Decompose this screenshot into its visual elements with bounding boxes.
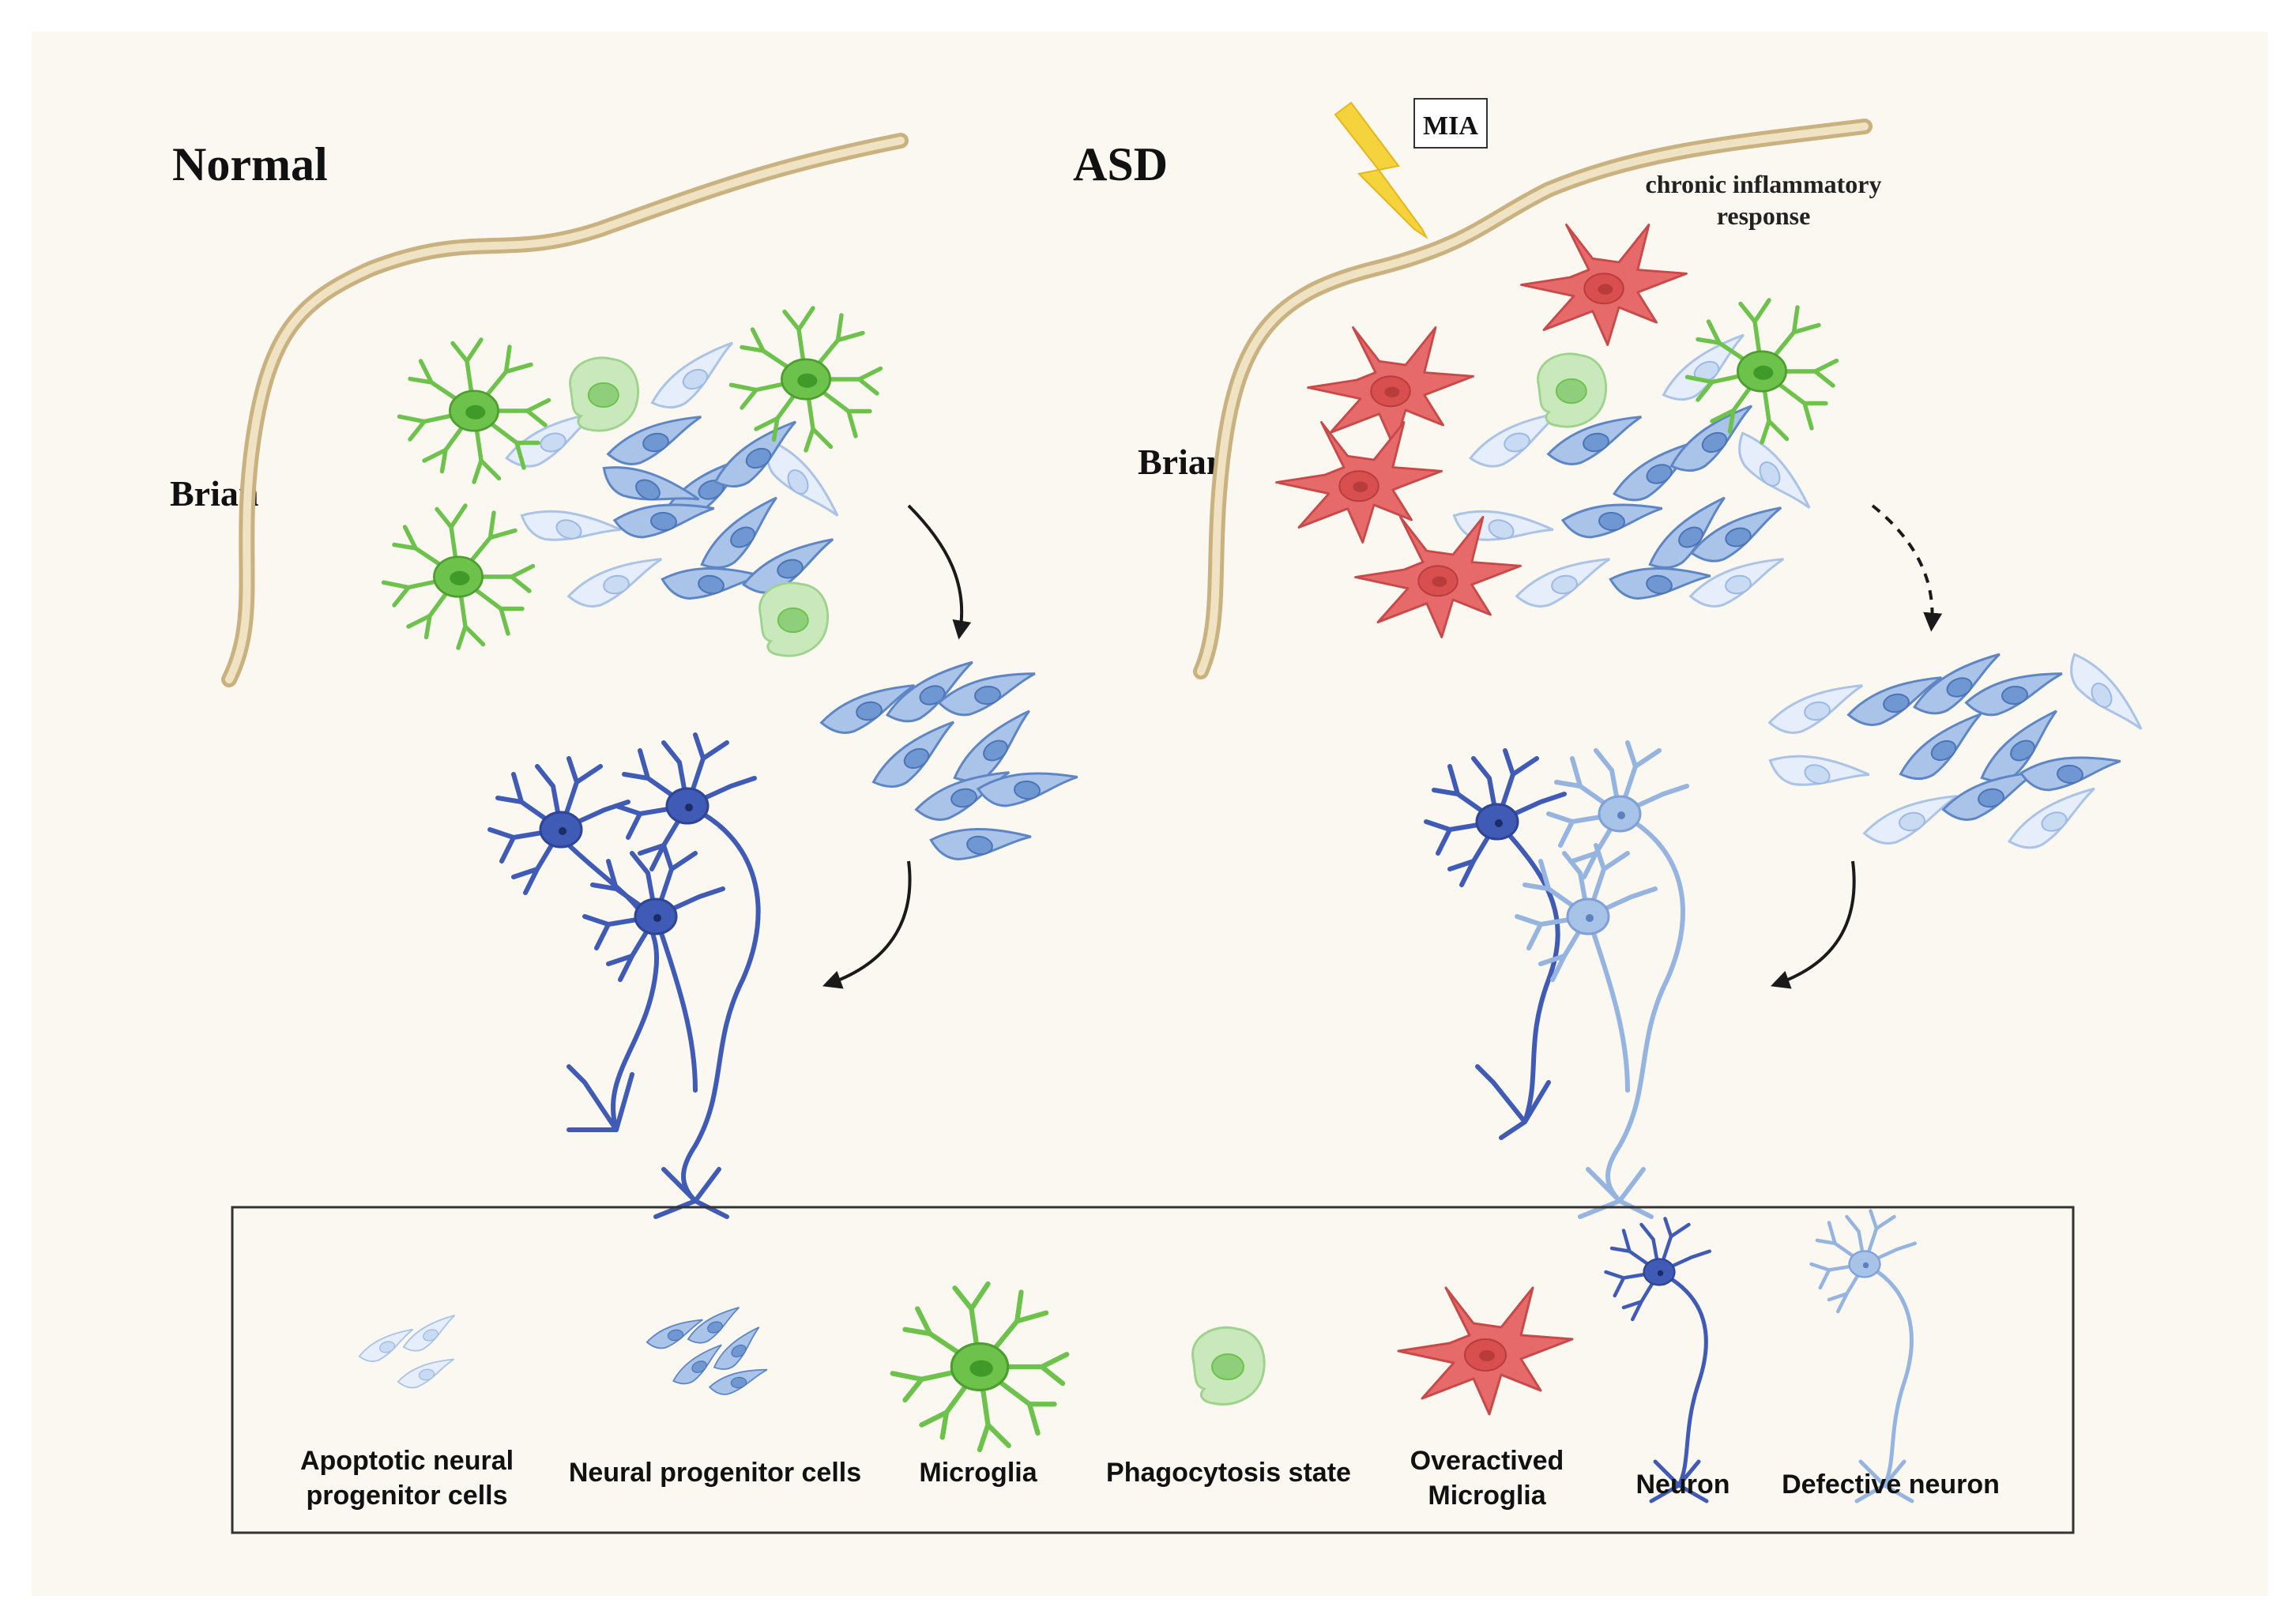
lightning-icon bbox=[1334, 101, 1428, 239]
legend-label-apoptotic-2: progenitor cells bbox=[306, 1481, 507, 1511]
asd-panel: ASD Brian MIA chronic inflammatory respo… bbox=[1073, 98, 2144, 1219]
legend: Apoptotic neural progenitor cells Neural… bbox=[231, 1206, 2075, 1534]
legend-label-overactived-2: Microglia bbox=[1428, 1481, 1546, 1511]
neuron-icon bbox=[1606, 1219, 1710, 1503]
legend-label-phagocytosis: Phagocytosis state bbox=[1106, 1458, 1351, 1488]
defective-neuron-icon bbox=[1812, 1211, 1915, 1503]
asd-brain-label: Brian bbox=[1138, 442, 1226, 482]
inflammation-label-line2: response bbox=[1717, 201, 1811, 230]
legend-label-neuron: Neuron bbox=[1636, 1470, 1730, 1500]
legend-label-npc: Neural progenitor cells bbox=[569, 1458, 861, 1488]
legend-label-overactived-1: Overactived bbox=[1410, 1446, 1564, 1476]
phagocytosis-icon bbox=[1191, 1326, 1266, 1406]
legend-label-microglia: Microglia bbox=[919, 1458, 1037, 1488]
legend-label-defective-neuron: Defective neuron bbox=[1782, 1470, 2000, 1500]
mia-label: MIA bbox=[1423, 111, 1478, 141]
asd-arrow-dashed bbox=[1871, 504, 1943, 632]
normal-arrow-1 bbox=[907, 504, 972, 640]
inflammation-label-line1: chronic inflammatory bbox=[1646, 170, 1882, 198]
mia-box bbox=[1413, 98, 1488, 149]
normal-panel: Normal Brian bbox=[170, 133, 1079, 1219]
normal-title: Normal bbox=[172, 138, 328, 190]
asd-phagocytosis-1 bbox=[1537, 352, 1608, 428]
asd-arrow-2 bbox=[1770, 860, 1856, 989]
normal-phagocytosis-2 bbox=[758, 581, 830, 657]
normal-neurons bbox=[490, 735, 761, 1219]
asd-neurons bbox=[1426, 743, 1687, 1219]
legend-box bbox=[231, 1206, 2075, 1534]
asd-title: ASD bbox=[1073, 138, 1168, 190]
normal-phagocytosis-1 bbox=[569, 356, 640, 432]
legend-label-apoptotic-1: Apoptotic neural bbox=[300, 1446, 514, 1476]
normal-arrow-2 bbox=[822, 860, 912, 989]
